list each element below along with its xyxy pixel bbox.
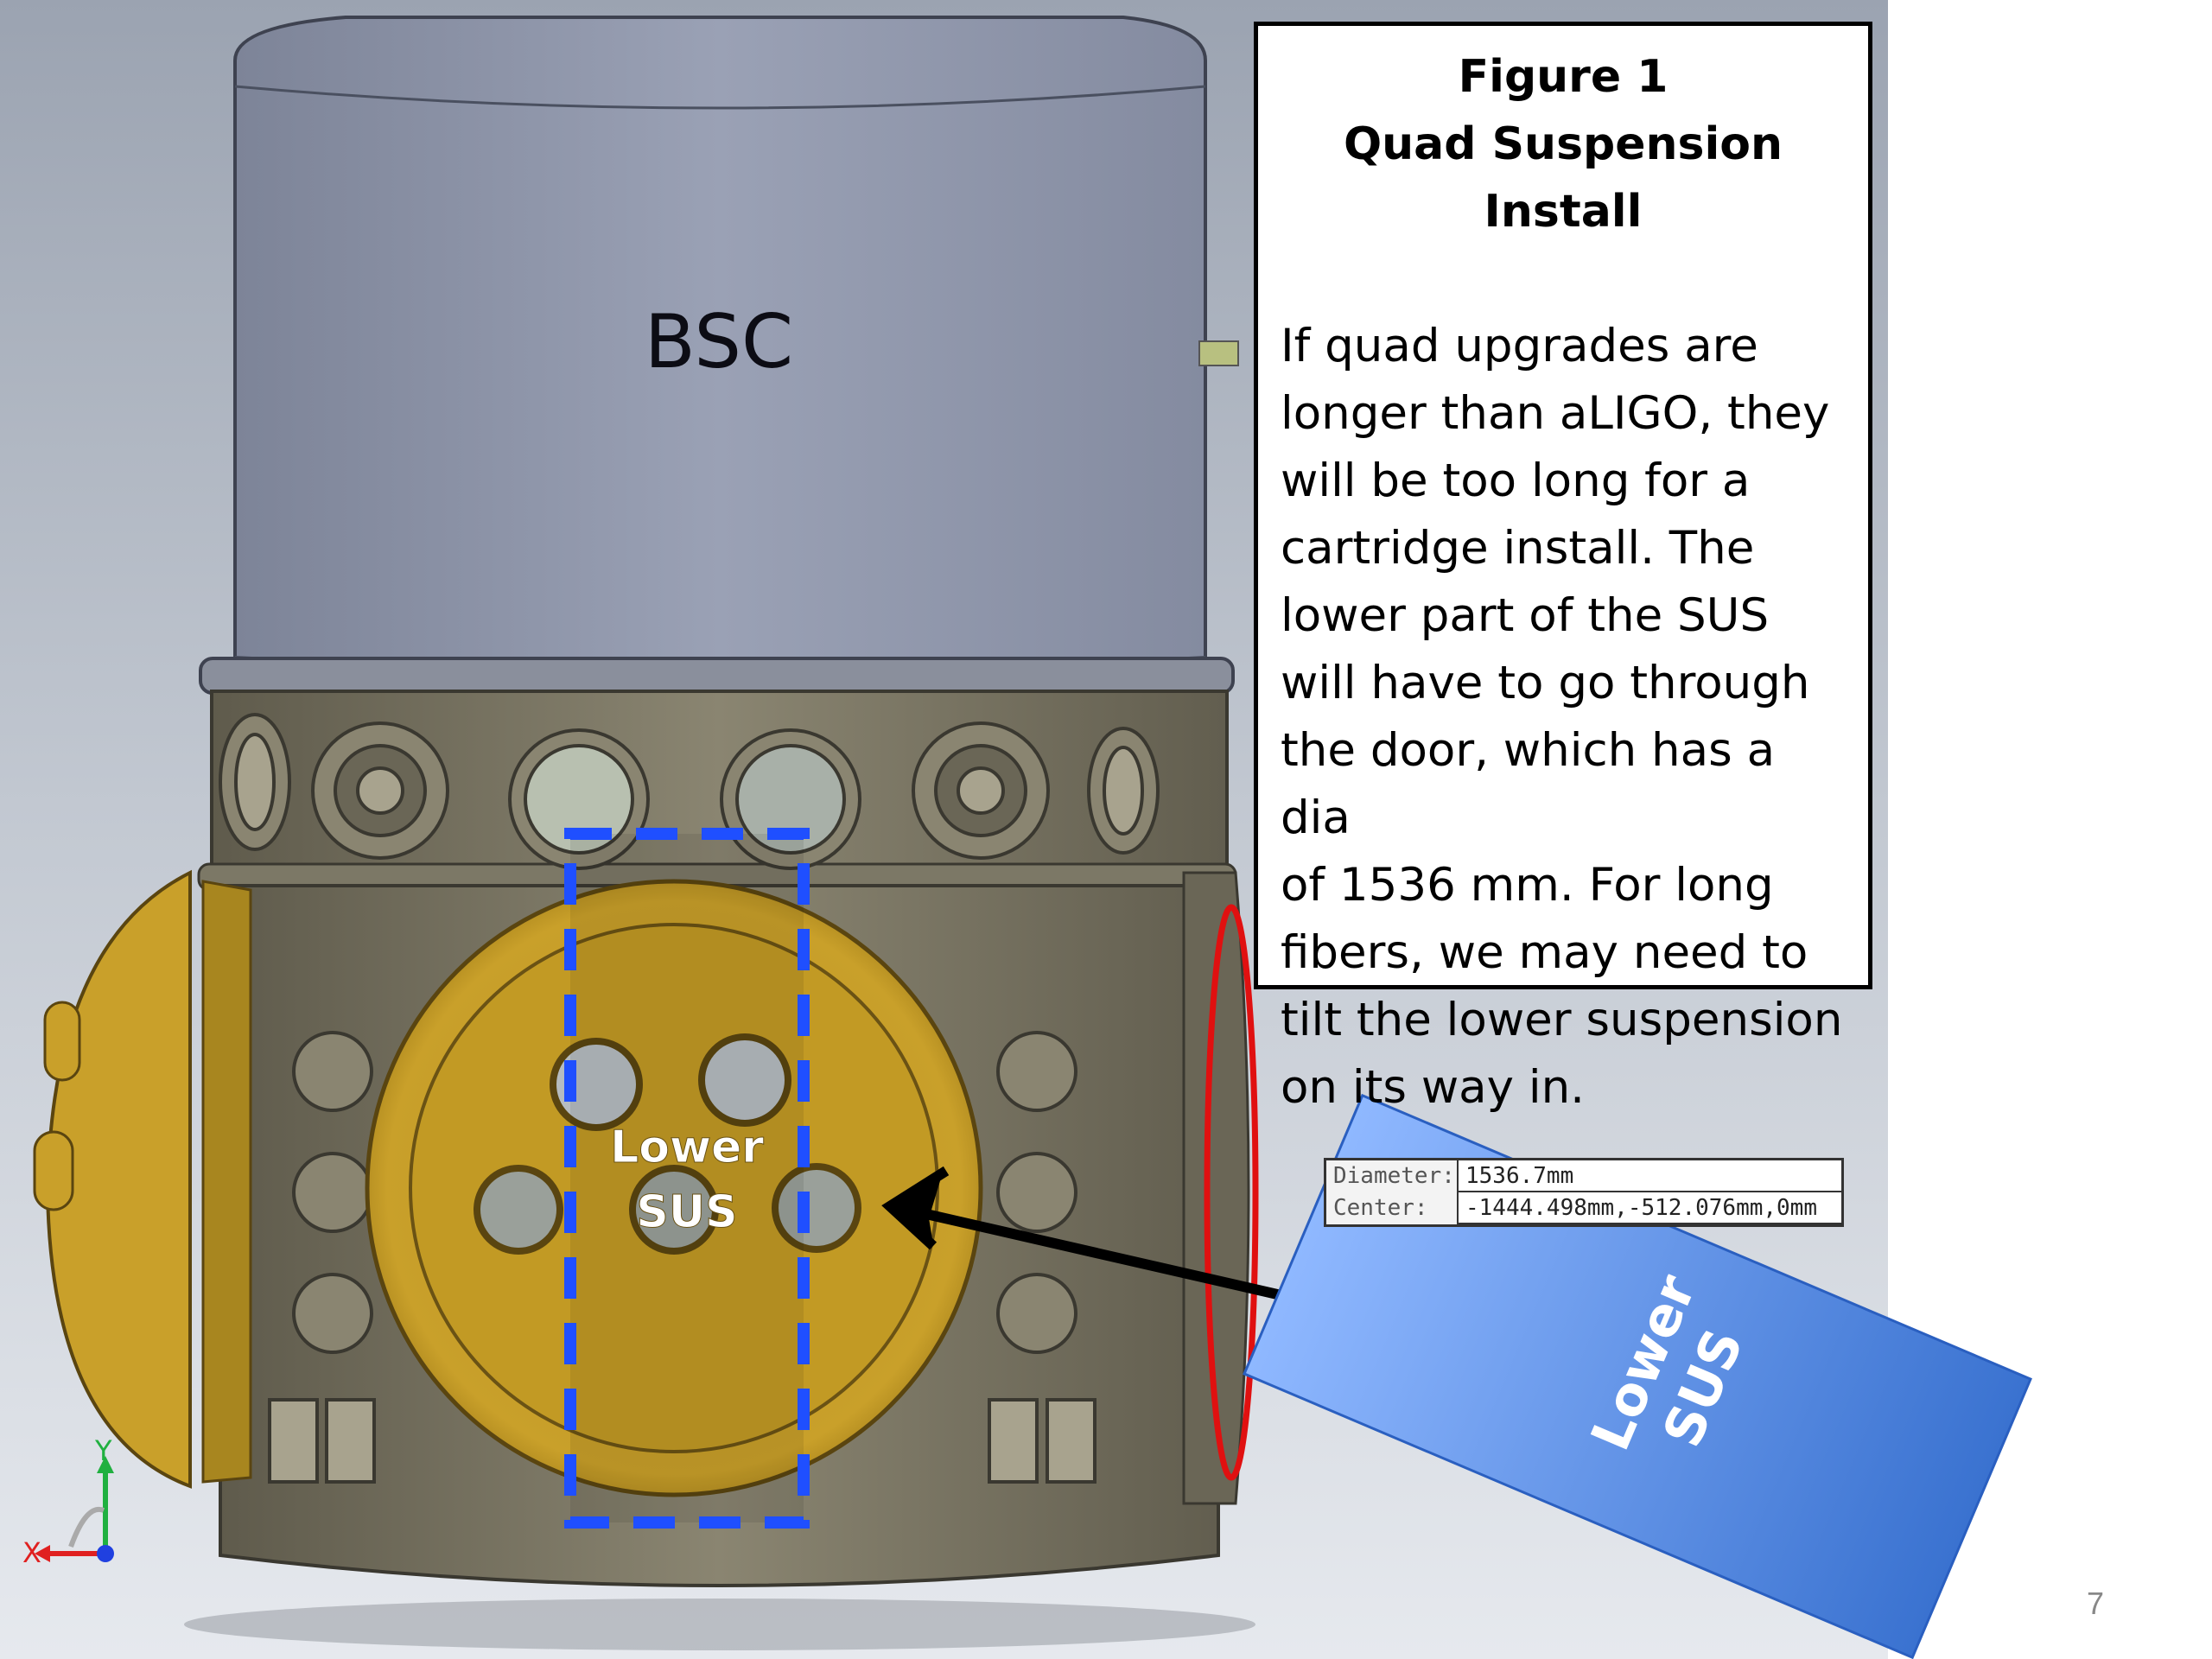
selected-door-edge — [1204, 904, 1259, 1481]
triad-y-label: Y — [94, 1434, 112, 1467]
door-label-line2: SUS — [636, 1186, 737, 1238]
chamber-label: BSC — [645, 299, 793, 385]
callout-line: will have to go through — [1281, 657, 1810, 709]
callout-body: If quad upgrades are longer than aLIGO, … — [1281, 313, 1846, 1122]
callout-line: lower part of the SUS — [1281, 589, 1770, 642]
callout-line: the door, which has a dia — [1281, 724, 1776, 844]
right-side-door — [1182, 871, 1259, 1505]
callout-line: cartridge install. The — [1281, 522, 1755, 575]
lower-sus-envelope — [564, 828, 810, 1529]
coordinate-triad-icon — [35, 1456, 114, 1562]
triad-x-label: X — [22, 1536, 41, 1569]
lower-body-ports — [268, 1031, 1096, 1484]
callout-line: on its way in. — [1281, 1061, 1586, 1114]
center-value: -1444.498mm,-512.076mm,0mm — [1459, 1192, 1841, 1224]
callout-line: will be too long for a — [1281, 454, 1751, 507]
insertion-arrow — [881, 1166, 1287, 1301]
door-label-line1: Lower — [610, 1122, 764, 1173]
lower-sus-block — [1243, 1093, 2032, 1659]
center-label: Center: — [1326, 1192, 1459, 1224]
figure-callout: Figure 1 Quad Suspension Install If quad… — [1254, 22, 1872, 1114]
diameter-value: 1536.7mm — [1459, 1160, 1841, 1192]
callout-line: of 1536 mm. For long — [1281, 859, 1774, 912]
left-side-door — [33, 869, 252, 1489]
figure-number: Figure 1 — [1458, 51, 1669, 103]
callout-line: If quad upgrades are — [1281, 320, 1758, 372]
page-number: 7 — [2087, 1586, 2105, 1621]
figure-title: Quad Suspension Install — [1343, 118, 1783, 238]
upper-ring-ports — [219, 713, 1160, 870]
callout-line: longer than aLIGO, they — [1281, 387, 1830, 440]
upper-flange — [199, 657, 1235, 695]
callout-line: tilt the lower suspension — [1281, 994, 1843, 1046]
diameter-label: Diameter: — [1326, 1160, 1459, 1192]
callout-line: fibers, we may need to — [1281, 926, 1808, 979]
measurement-readout: Diameter: 1536.7mm Center: -1444.498mm,-… — [1324, 1158, 1844, 1227]
